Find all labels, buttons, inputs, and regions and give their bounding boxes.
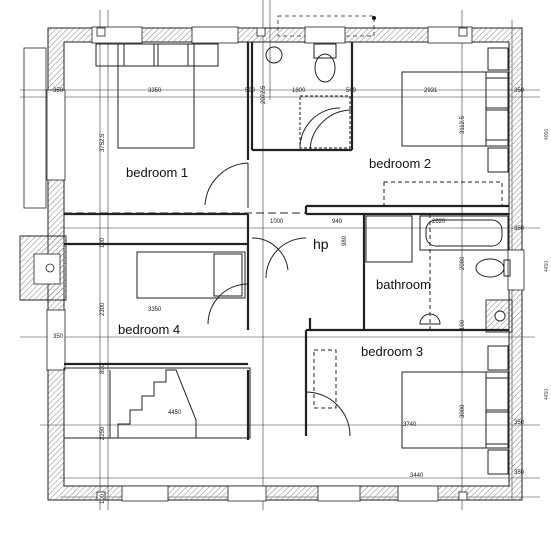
construction-lines (20, 0, 540, 510)
dim-m350-c: 350 (53, 334, 64, 340)
bed-bedroom-4 (136, 251, 246, 299)
stairs (63, 367, 251, 439)
room-label-hp: hp (313, 236, 329, 252)
dim-b3-height: 3000 (460, 404, 466, 418)
dim-m500: 500 (245, 88, 256, 94)
dim-b3-width: 3740 (403, 422, 417, 428)
doors (204, 109, 353, 437)
bed-bedroom-3 (313, 345, 509, 475)
dim-ensuite-h: 2072.5 (261, 85, 267, 104)
room-label-bedroom-3: bedroom 3 (361, 344, 424, 359)
side-note-1: 4050 (544, 128, 550, 140)
room-label-bedroom-1: bedroom 1 (126, 165, 189, 180)
dim-b1-width: 3350 (148, 88, 162, 94)
dim-m350-f: 350 (514, 226, 525, 232)
external-wall (47, 27, 523, 501)
bathroom-fittings (365, 214, 511, 330)
dim-m800: 800 (100, 363, 106, 374)
dim-m350-e: 350 (514, 470, 525, 476)
dim-m509: 509 (346, 88, 357, 94)
dim-stair-h: 2250 (100, 426, 106, 440)
dim-bath-w: 2620 (432, 219, 446, 225)
dim-hp-w: 1000 (270, 219, 284, 225)
dim-b4-width: 3350 (148, 307, 162, 313)
dim-b2-height: 3112.5 (460, 116, 466, 134)
side-note-3: 4450 (544, 388, 550, 400)
dim-hp-w2: 940 (332, 219, 343, 225)
dim-stair-w: 4450 (168, 410, 182, 416)
dim-bottom-w: 3440 (410, 473, 424, 479)
bed-bedroom-2 (383, 47, 509, 207)
side-note-2: 4450 (544, 260, 550, 272)
bed-bedroom-1 (95, 43, 219, 149)
room-label-bedroom-4: bedroom 4 (118, 322, 181, 337)
dim-m100-c: 100 (460, 319, 466, 330)
room-label-bedroom-2: bedroom 2 (369, 156, 432, 171)
dim-m100-b: 100 (100, 493, 106, 504)
ensuite-fittings (265, 43, 351, 149)
dim-ensuite-w: 1800 (292, 88, 306, 94)
dim-m350-b: 350 (53, 88, 64, 94)
dim-b4-height: 2300 (100, 302, 106, 316)
left-bay (23, 47, 47, 209)
dim-m350-a: 350 (514, 88, 525, 94)
room-label-bathroom: bathroom (376, 277, 431, 292)
dim-b2-width: 2931 (424, 88, 438, 94)
dim-bath-h: 2090 (460, 256, 466, 270)
internal-walls (64, 42, 509, 440)
dim-b1-height: 3752.5 (100, 133, 106, 152)
dim-m350-d: 350 (514, 420, 525, 426)
dim-hp-h: 980 (342, 235, 348, 246)
windows (46, 26, 525, 502)
dim-m100-a: 100 (100, 237, 106, 248)
